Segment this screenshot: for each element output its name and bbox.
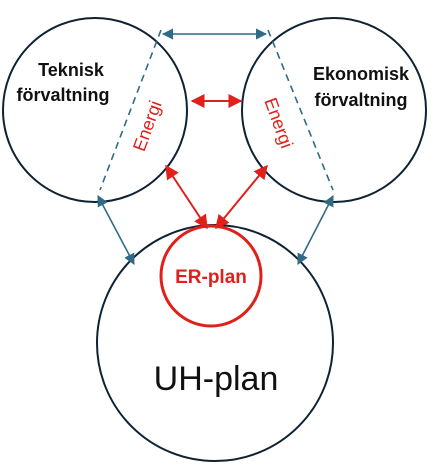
teknisk-forvaltning-circle bbox=[2, 17, 188, 203]
er-plan-circle bbox=[159, 224, 263, 328]
teknisk-energy-divider bbox=[99, 29, 162, 191]
teknisk-label-line1: Teknisk bbox=[38, 60, 105, 80]
ekonomisk-energy-label: Energi bbox=[260, 95, 297, 151]
ekonomisk-energy-divider bbox=[267, 29, 334, 191]
right-connector-arrow bbox=[297, 195, 334, 265]
left-connector-arrow bbox=[97, 195, 135, 265]
ekonomisk-forvaltning-circle bbox=[241, 17, 427, 203]
uh-plan-label: UH-plan bbox=[154, 360, 279, 398]
ekonomisk-label-line1: Ekonomisk bbox=[313, 64, 410, 84]
er-plan-label: ER-plan bbox=[175, 267, 247, 288]
teknisk-label-line2: förvaltning bbox=[17, 85, 110, 105]
teknisk-energy-label: Energi bbox=[129, 98, 166, 154]
ekonomisk-to-er-plan-arrow bbox=[215, 164, 268, 230]
ekonomisk-label-line2: förvaltning bbox=[315, 90, 408, 110]
teknisk-to-er-plan-arrow bbox=[165, 164, 208, 230]
